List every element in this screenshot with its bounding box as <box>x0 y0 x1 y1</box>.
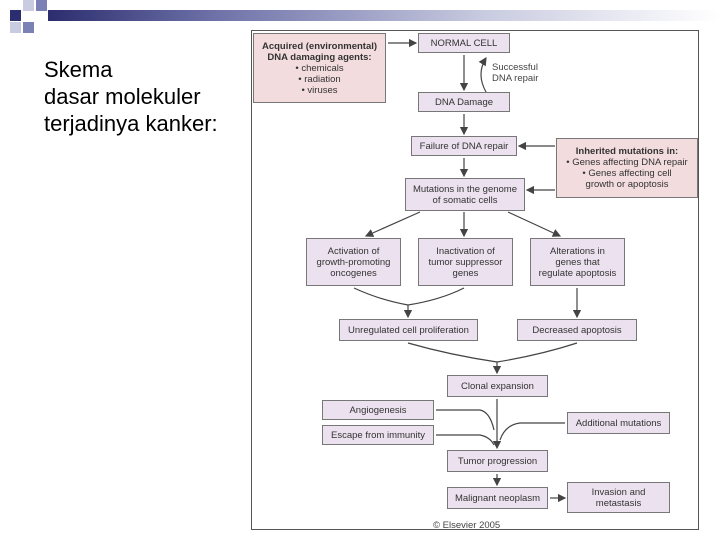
oncogene-activation-line: oncogenes <box>330 267 377 279</box>
acquired-agents-title: Acquired (environmental) DNA damaging ag… <box>261 40 378 63</box>
apoptosis-genes-line: regulate apoptosis <box>538 267 617 279</box>
deco-square <box>36 0 47 11</box>
unregulated-proliferation-box: Unregulated cell proliferation <box>339 319 478 341</box>
inherited-mutation-item: growth or apoptosis <box>585 179 669 190</box>
successful-repair-line: DNA repair <box>492 73 539 84</box>
dna-damage-box: DNA Damage <box>418 92 510 112</box>
clonal-expansion-box: Clonal expansion <box>447 375 548 397</box>
header-gradient-bar <box>48 10 720 21</box>
acquired-agent-item: • viruses <box>301 84 338 96</box>
immune-escape-label: Escape from immunity <box>331 429 425 441</box>
deco-square <box>10 10 21 21</box>
invasion-metastasis-box: Invasion and metastasis <box>567 482 670 513</box>
oncogene-activation-line: growth-promoting <box>316 256 391 268</box>
inherited-mutation-item: • Genes affecting cell <box>582 168 672 179</box>
oncogene-activation-line: Activation of <box>327 245 380 257</box>
invasion-metastasis-line: Invasion and <box>591 486 646 498</box>
tumor-progression-box: Tumor progression <box>447 450 548 472</box>
somatic-mutations-line: Mutations in the genome <box>412 183 518 195</box>
successful-repair-label: Successful DNA repair <box>492 62 538 84</box>
decreased-apoptosis-box: Decreased apoptosis <box>517 319 637 341</box>
somatic-mutations-box: Mutations in the genome of somatic cells <box>405 178 525 211</box>
immune-escape-box: Escape from immunity <box>322 425 434 445</box>
slide-title: Skema dasar molekuler terjadinya kanker: <box>44 56 244 137</box>
somatic-mutations-line: of somatic cells <box>432 194 498 206</box>
invasion-metastasis-line: metastasis <box>595 497 642 509</box>
successful-repair-line: Successful <box>492 62 538 73</box>
acquired-agent-item: • radiation <box>298 73 341 85</box>
apoptosis-genes-line: Alterations in <box>550 245 605 257</box>
oncogene-activation-box: Activation of growth-promoting oncogenes <box>306 238 401 286</box>
inherited-mutations-title: Inherited mutations in: <box>575 146 679 157</box>
inherited-mutation-item: • Genes affecting DNA repair <box>566 157 688 168</box>
clonal-expansion-label: Clonal expansion <box>461 380 534 392</box>
angiogenesis-box: Angiogenesis <box>322 400 434 420</box>
normal-cell-box: NORMAL CELL <box>418 33 510 53</box>
acquired-agent-item: • chemicals <box>295 62 344 74</box>
failure-dna-repair-box: Failure of DNA repair <box>411 136 517 156</box>
tumor-suppressor-line: tumor suppressor <box>428 256 503 268</box>
deco-square <box>23 22 34 33</box>
dna-damage-label: DNA Damage <box>434 96 494 108</box>
failure-dna-repair-label: Failure of DNA repair <box>419 140 509 152</box>
acquired-agents-box: Acquired (environmental) DNA damaging ag… <box>253 33 386 103</box>
slide-title-line: dasar molekuler <box>44 84 201 109</box>
tumor-suppressor-line: Inactivation of <box>436 245 495 257</box>
tumor-suppressor-box: Inactivation of tumor suppressor genes <box>418 238 513 286</box>
tumor-suppressor-line: genes <box>452 267 479 279</box>
angiogenesis-label: Angiogenesis <box>349 404 407 416</box>
tumor-progression-label: Tumor progression <box>457 455 538 467</box>
deco-square <box>10 22 21 33</box>
apoptosis-genes-box: Alterations in genes that regulate apopt… <box>530 238 625 286</box>
normal-cell-label: NORMAL CELL <box>430 37 498 49</box>
slide-title-line: terjadinya kanker: <box>44 111 218 136</box>
inherited-mutations-box: Inherited mutations in: • Genes affectin… <box>556 138 698 198</box>
malignant-neoplasm-box: Malignant neoplasm <box>447 487 548 509</box>
slide-title-line: Skema <box>44 57 113 82</box>
decorative-squares <box>0 0 60 40</box>
additional-mutations-label: Additional mutations <box>575 417 662 429</box>
apoptosis-genes-line: genes that <box>555 256 600 268</box>
copyright-label: © Elsevier 2005 <box>433 520 501 531</box>
deco-square <box>23 0 34 11</box>
decreased-apoptosis-label: Decreased apoptosis <box>532 324 622 336</box>
unregulated-proliferation-label: Unregulated cell proliferation <box>348 324 469 336</box>
malignant-neoplasm-label: Malignant neoplasm <box>454 492 541 504</box>
additional-mutations-box: Additional mutations <box>567 412 670 434</box>
